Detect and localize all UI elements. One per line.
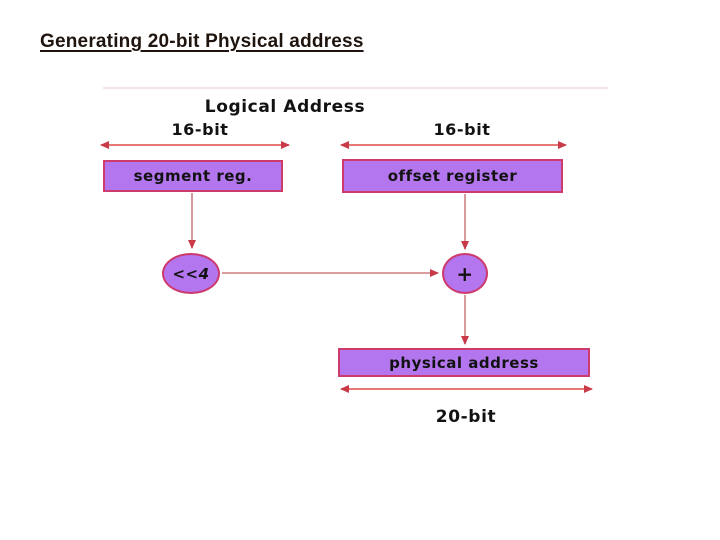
adder-circle: + bbox=[442, 253, 488, 294]
diagram-top-divider bbox=[103, 87, 608, 89]
logical-address-label: Logical Address bbox=[204, 97, 366, 117]
segment-register-box: segment reg. bbox=[103, 160, 283, 192]
physical-width-label: 20-bit bbox=[435, 407, 497, 427]
offset-register-box: offset register bbox=[342, 159, 563, 193]
offset-width-label: 16-bit bbox=[433, 120, 491, 139]
physical-address-box: physical address bbox=[338, 348, 590, 377]
segment-width-label: 16-bit bbox=[171, 120, 229, 139]
shift-left-4-ellipse: <<4 bbox=[162, 253, 220, 294]
page-title: Generating 20-bit Physical address bbox=[40, 31, 364, 52]
